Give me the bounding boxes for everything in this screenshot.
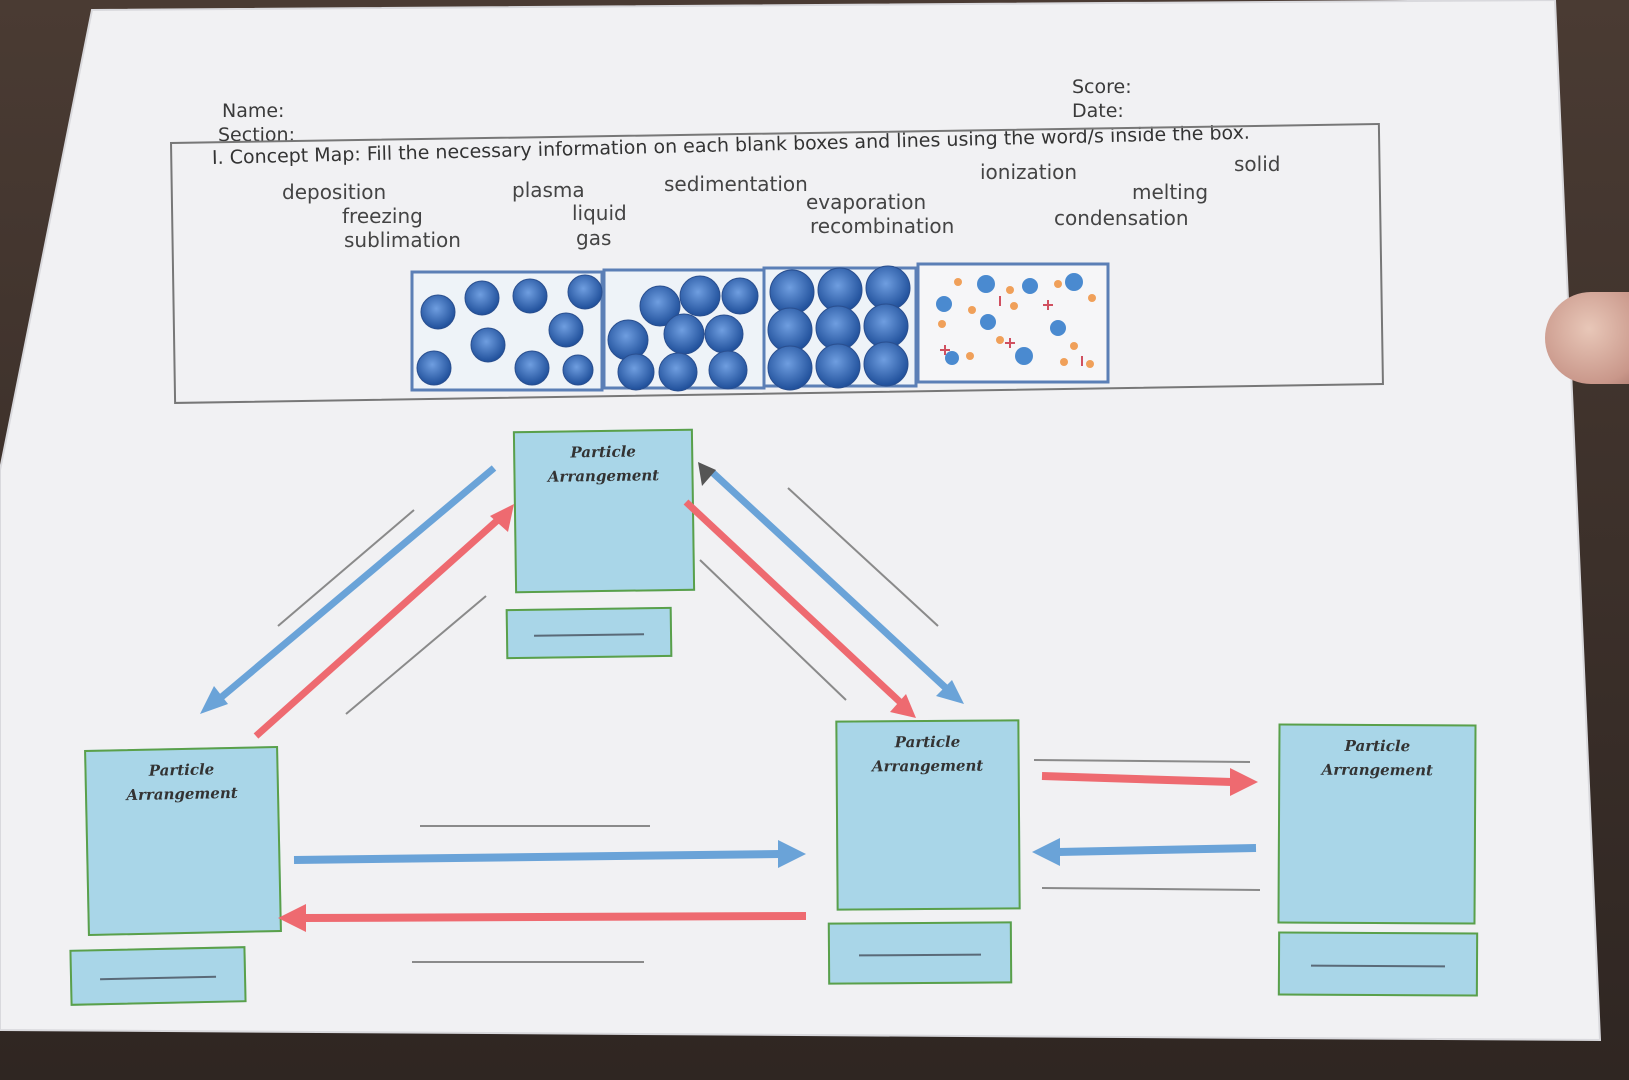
arrow-middle-to-left-red xyxy=(278,904,806,932)
arrow-middle-to-right-red xyxy=(1042,768,1258,796)
blank-line-right-upper xyxy=(1034,760,1250,762)
arrow-top-to-middle-blue xyxy=(698,462,964,704)
arrow-left-to-middle-blue xyxy=(294,840,806,868)
blank-line-right-lower xyxy=(1042,888,1260,890)
arrow-right-to-middle-blue xyxy=(1032,838,1256,866)
blank-line-top-right-outer xyxy=(788,488,938,626)
arrow-top-to-left-blue xyxy=(200,468,494,714)
arrow-left-to-top-red xyxy=(256,504,514,736)
blank-lines xyxy=(278,488,1260,962)
blank-line-top-left-inner xyxy=(346,596,486,714)
arrow-top-to-middle-red xyxy=(686,502,916,718)
